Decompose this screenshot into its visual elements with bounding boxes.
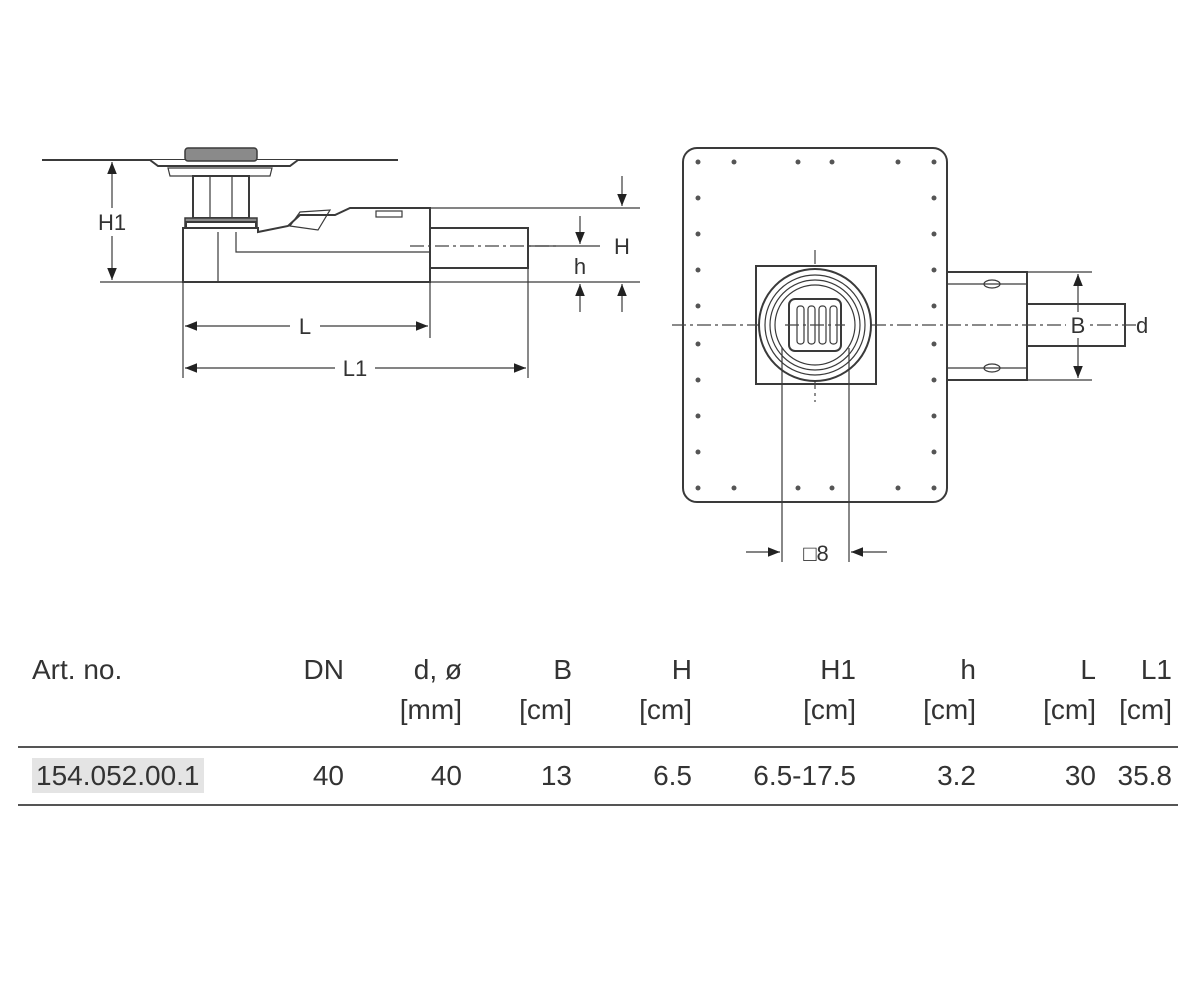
table-row: 154.052.00.1 40 40 13 6.5 6.5-17.5 3.2 3… xyxy=(18,747,1178,805)
technical-drawing: H1 L L1 h H xyxy=(42,147,1148,566)
col-header-h1: H1[cm] xyxy=(803,654,856,725)
dim-label-h: H xyxy=(614,234,630,259)
table-header-row: Art. no. DN d, ø[mm] B[cm] H[cm] H1[cm] … xyxy=(18,650,1178,747)
col-header-art-no: Art. no. xyxy=(32,654,123,685)
cell-d: 40 xyxy=(430,760,462,791)
cell-dn: 40 xyxy=(312,760,344,791)
spec-table: Art. no. DN d, ø[mm] B[cm] H[cm] H1[cm] … xyxy=(18,650,1178,806)
dim-label-d: d xyxy=(1136,313,1148,338)
flange-holes xyxy=(695,159,937,491)
dim-label-l1: L1 xyxy=(343,356,367,381)
top-view-drawing: B d □8 xyxy=(672,147,1148,566)
col-header-d: d, ø[mm] xyxy=(399,654,462,725)
col-header-l: L[cm] xyxy=(1043,654,1096,725)
col-header-l1: L1[cm] xyxy=(1119,654,1172,725)
cell-h1: 6.5-17.5 xyxy=(753,760,856,791)
cell-b: 13 xyxy=(540,760,572,791)
dim-label-square: □8 xyxy=(803,541,829,566)
dim-label-l: L xyxy=(299,314,311,339)
cell-h: 6.5 xyxy=(653,760,692,791)
dim-label-b: B xyxy=(1071,313,1086,338)
col-header-h-small: h[cm] xyxy=(923,654,976,725)
cell-art-no: 154.052.00.1 xyxy=(18,747,248,805)
cell-l: 30 xyxy=(1064,760,1096,791)
col-header-dn: DN xyxy=(303,654,344,685)
col-header-h: H[cm] xyxy=(639,654,692,725)
side-view-drawing: H1 L L1 h H xyxy=(42,147,640,382)
cell-l1: 35.8 xyxy=(1117,760,1173,791)
col-header-b: B[cm] xyxy=(519,654,572,725)
dim-label-h-small: h xyxy=(574,254,586,279)
dim-label-h1: H1 xyxy=(98,210,126,235)
cell-h-small: 3.2 xyxy=(937,760,976,791)
